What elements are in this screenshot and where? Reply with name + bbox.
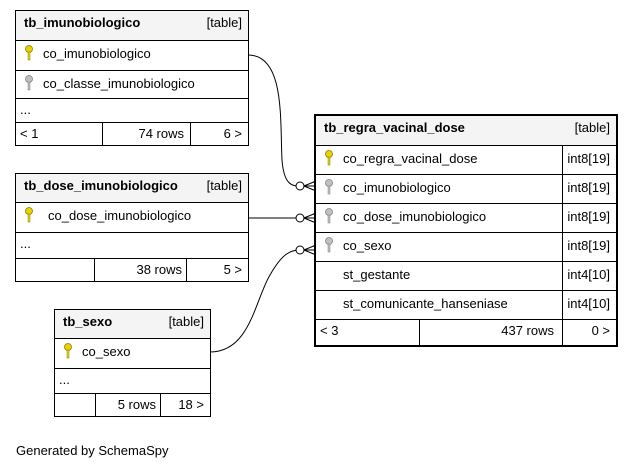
column-name: st_comunicante_hanseniase: [343, 296, 508, 311]
ellipsis: ...: [20, 102, 31, 117]
table-name: tb_dose_imunobiologico: [24, 178, 178, 193]
parents-link[interactable]: < 1: [20, 126, 39, 141]
row-count: 38 rows: [136, 262, 182, 277]
column-name: co_sexo: [82, 344, 131, 359]
table-type: [table]: [206, 178, 242, 193]
column-name: co_regra_vacinal_dose: [343, 151, 478, 166]
row-count: 5 rows: [117, 397, 156, 412]
ellipsis: ...: [59, 372, 70, 387]
table-type: [table]: [574, 120, 610, 135]
column-row[interactable]: co_regra_vacinal_dose int8[19]: [316, 146, 616, 175]
column-name: co_dose_imunobiologico: [343, 209, 487, 224]
children-link[interactable]: 18 >: [178, 397, 204, 412]
primary-key-icon: [64, 343, 72, 359]
foreign-key-icon: [325, 179, 333, 195]
table-footer: 38 rows 5 >: [16, 259, 248, 281]
edge-imunobiologico: [247, 54, 301, 187]
column-type: int8[19]: [567, 209, 610, 224]
column-name: co_classe_imunobiologico: [43, 76, 195, 91]
edge-end-circle: [295, 181, 305, 191]
table-regra-vacinal-dose[interactable]: tb_regra_vacinal_dose [table] co_regra_v…: [314, 114, 618, 347]
table-name: tb_imunobiologico: [24, 15, 141, 30]
column-name: co_sexo: [343, 238, 392, 253]
foreign-key-icon: [325, 237, 333, 253]
column-type: int4[10]: [567, 296, 610, 311]
table-footer: < 3 437 rows 0 >: [316, 320, 616, 345]
column-row[interactable]: co_sexo: [55, 339, 210, 369]
table-name: tb_regra_vacinal_dose: [324, 120, 465, 135]
column-row[interactable]: co_imunobiologico: [16, 41, 248, 71]
ellipsis: ...: [20, 236, 31, 251]
table-header: tb_sexo [table]: [55, 310, 210, 339]
table-sexo[interactable]: tb_sexo [table] co_sexo ... 5 rows 18 >: [54, 309, 211, 417]
foreign-key-icon: [25, 75, 33, 91]
children-link[interactable]: 6 >: [223, 126, 242, 141]
column-name: st_gestante: [343, 267, 411, 282]
table-dose-imunobiologico[interactable]: tb_dose_imunobiologico [table] co_dose_i…: [15, 173, 249, 282]
parents-link[interactable]: < 3: [320, 323, 339, 338]
table-header: tb_regra_vacinal_dose [table]: [316, 116, 616, 146]
column-row[interactable]: st_gestante int4[10]: [316, 262, 616, 291]
table-type: [table]: [168, 314, 204, 329]
table-header: tb_dose_imunobiologico [table]: [16, 174, 248, 203]
column-row[interactable]: co_imunobiologico int8[19]: [316, 175, 616, 204]
column-name: co_dose_imunobiologico: [48, 208, 192, 223]
table-name: tb_sexo: [63, 314, 113, 329]
column-type: int8[19]: [567, 180, 610, 195]
children-link[interactable]: 0 >: [591, 323, 610, 338]
column-type: int8[19]: [567, 151, 610, 166]
primary-key-icon: [325, 150, 333, 166]
children-link[interactable]: 5 >: [223, 262, 242, 277]
row-count: 74 rows: [138, 126, 184, 141]
column-name: co_imunobiologico: [343, 180, 451, 195]
table-footer: 5 rows 18 >: [55, 394, 210, 416]
column-type: int8[19]: [567, 238, 610, 253]
generated-by-label: Generated by SchemaSpy: [16, 443, 169, 458]
column-row[interactable]: co_dose_imunobiologico int8[19]: [316, 204, 616, 233]
table-header: tb_imunobiologico [table]: [16, 11, 248, 41]
primary-key-icon: [25, 207, 33, 223]
edge-end-circle: [295, 213, 305, 223]
foreign-key-icon: [325, 208, 333, 224]
table-type: [table]: [206, 15, 242, 30]
ellipsis-row: ...: [55, 369, 210, 394]
primary-key-icon: [25, 45, 33, 61]
edge-end-circle: [295, 245, 305, 255]
column-type: int4[10]: [567, 267, 610, 282]
row-count: 437 rows: [501, 323, 554, 338]
column-row[interactable]: co_dose_imunobiologico: [16, 203, 248, 233]
table-footer: < 1 74 rows 6 >: [16, 123, 248, 145]
ellipsis-row: ...: [16, 99, 248, 123]
edge-sexo: [209, 249, 301, 353]
column-row[interactable]: co_sexo int8[19]: [316, 233, 616, 262]
column-name: co_imunobiologico: [43, 46, 151, 61]
table-imunobiologico[interactable]: tb_imunobiologico [table] co_imunobiolog…: [15, 10, 249, 146]
column-row[interactable]: st_comunicante_hanseniase int4[10]: [316, 291, 616, 320]
column-row[interactable]: co_classe_imunobiologico: [16, 71, 248, 99]
ellipsis-row: ...: [16, 233, 248, 259]
